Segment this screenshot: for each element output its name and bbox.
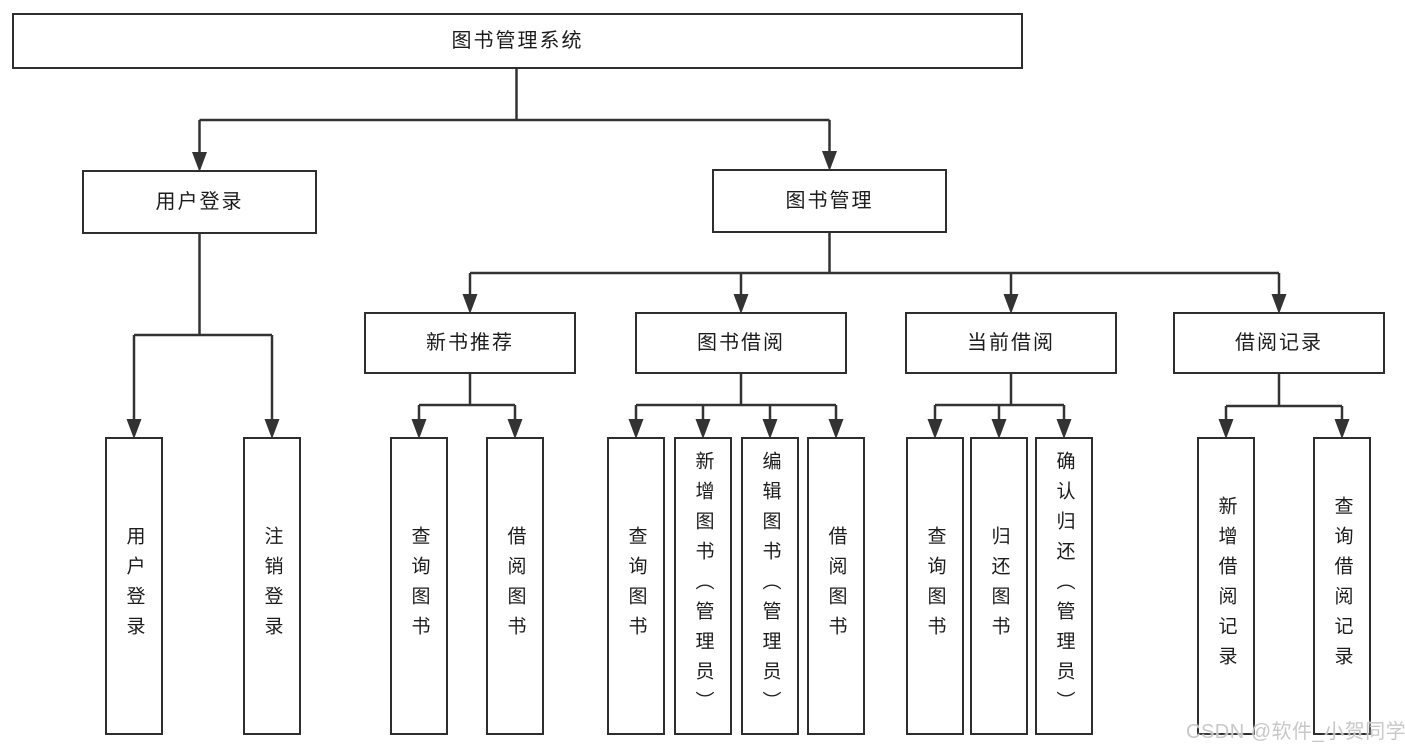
leaf-borrow-books: 借阅图书 <box>807 437 865 735</box>
node-current-borrowing: 当前借阅 <box>905 312 1117 374</box>
leaf-add-book-admin: 新增图书（管理员） <box>674 437 732 735</box>
leaf-query-books-recommend: 查询图书 <box>390 437 448 735</box>
node-borrowing-records: 借阅记录 <box>1173 312 1385 374</box>
node-library-management-system: 图书管理系统 <box>12 13 1023 69</box>
leaf-add-borrow-record: 新增借阅记录 <box>1197 437 1255 735</box>
leaf-confirm-return-admin: 确认归还（管理员） <box>1035 437 1093 735</box>
leaf-edit-book-admin: 编辑图书（管理员） <box>741 437 799 735</box>
node-book-borrowing: 图书借阅 <box>635 312 847 374</box>
leaf-query-borrow-record: 查询借阅记录 <box>1313 437 1371 735</box>
node-user-login: 用户登录 <box>82 170 317 234</box>
leaf-query-books-current: 查询图书 <box>906 437 964 735</box>
node-book-management: 图书管理 <box>712 169 947 233</box>
csdn-watermark: CSDN @软件_小贺同学 <box>1186 721 1405 743</box>
leaf-logout: 注销登录 <box>243 437 301 735</box>
leaf-borrow-books-recommend: 借阅图书 <box>486 437 544 735</box>
node-new-book-recommend: 新书推荐 <box>364 312 576 374</box>
leaf-user-login: 用户登录 <box>105 437 163 735</box>
leaf-return-book: 归还图书 <box>970 437 1028 735</box>
leaf-query-books-borrowing: 查询图书 <box>607 437 665 735</box>
